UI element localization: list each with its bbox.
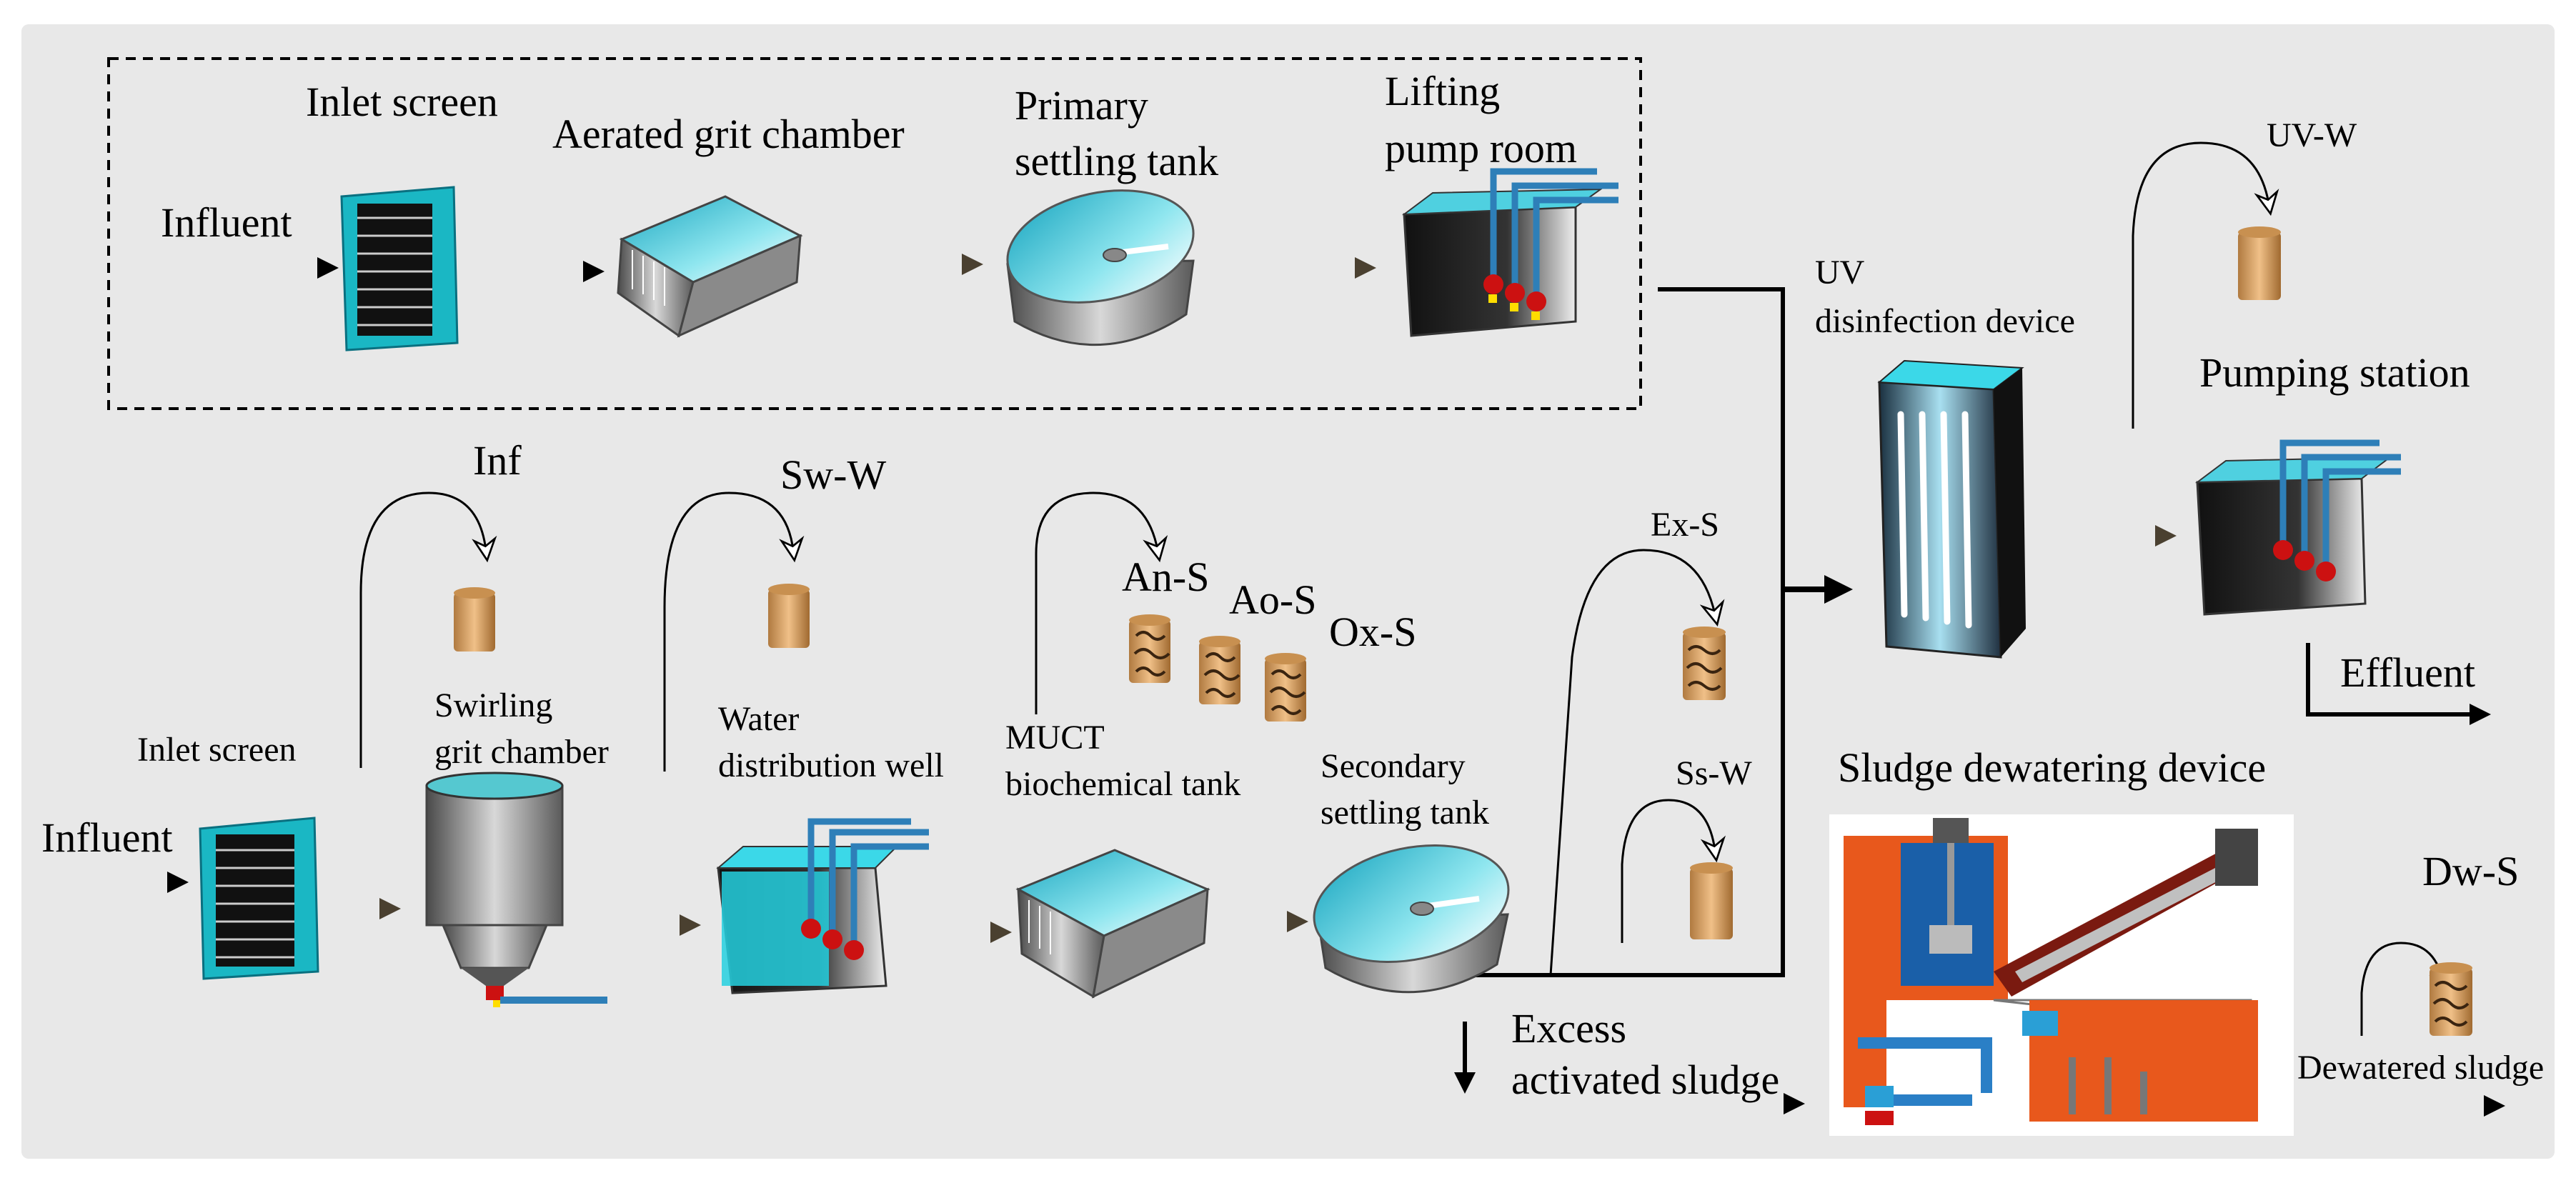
label-sample-ex-s: Ex-S xyxy=(1651,506,1719,544)
label-excess-1: Excess xyxy=(1511,1005,1627,1052)
lifting-pump-room-icon xyxy=(1401,168,1618,337)
swirling-grit-chamber-icon xyxy=(425,772,607,1007)
label-primary-1: Primary xyxy=(1015,82,1148,129)
label-aerated-grit-chamber: Aerated grit chamber xyxy=(552,111,905,157)
label-sample-uv-w: UV-W xyxy=(2267,116,2357,154)
label-sludge-dewatering: Sludge dewatering device xyxy=(1838,744,2267,791)
label-sample-inf: Inf xyxy=(473,437,522,484)
sample-jar-an-s-icon xyxy=(1129,614,1170,683)
label-sample-ox-s: Ox-S xyxy=(1329,609,1417,655)
label-uv-2: disinfection device xyxy=(1815,302,2075,340)
label-inlet-screen-bottom: Inlet screen xyxy=(137,731,297,769)
sample-arrow-ex-s xyxy=(1549,549,1715,976)
label-lifting-1: Lifting xyxy=(1385,68,1501,114)
sample-jar-ao-s-icon xyxy=(1199,636,1240,704)
label-sample-sw-w: Sw-W xyxy=(780,451,887,498)
label-water-1: Water xyxy=(718,700,800,738)
label-sample-ss-w: Ss-W xyxy=(1676,754,1752,792)
label-lifting-2: pump room xyxy=(1385,125,1578,171)
sample-jar-ss-w-icon xyxy=(1690,862,1733,939)
sample-arrow-dw-s xyxy=(2360,942,2444,1036)
label-dewatered-sludge: Dewatered sludge xyxy=(2297,1049,2545,1087)
water-distribution-well-icon xyxy=(716,818,929,994)
label-swirling-1: Swirling xyxy=(434,687,553,724)
pretreatment-frame xyxy=(107,57,1642,410)
label-primary-2: settling tank xyxy=(1015,138,1219,184)
sample-jar-dw-s-icon xyxy=(2430,962,2472,1036)
label-sample-ao-s: Ao-S xyxy=(1229,576,1317,623)
inlet-screen-bottom-icon xyxy=(199,817,319,980)
label-muct-2: biochemical tank xyxy=(1005,765,1241,803)
sludge-dewatering-device-icon xyxy=(1829,814,2294,1136)
label-pumping-station: Pumping station xyxy=(2199,349,2470,396)
uv-disinfection-device-icon xyxy=(1877,359,2026,659)
sample-arrow-muct xyxy=(1035,491,1158,714)
label-sample-dw-s: Dw-S xyxy=(2422,848,2520,894)
label-inlet-screen-top: Inlet screen xyxy=(306,79,498,125)
label-water-2: distribution well xyxy=(718,747,944,784)
label-influent-top: Influent xyxy=(161,199,292,246)
label-uv-1: UV xyxy=(1815,254,1865,291)
muct-biochemical-tank-icon xyxy=(1015,849,1210,999)
label-effluent: Effluent xyxy=(2340,649,2475,696)
label-sample-an-s: An-S xyxy=(1122,554,1210,600)
label-influent-bottom: Influent xyxy=(41,814,173,861)
sample-arrow-sw-w xyxy=(663,491,793,772)
arrow-effluent xyxy=(2306,643,2491,725)
sample-jar-uv-w-icon xyxy=(2238,226,2281,300)
aerated-grit-chamber-icon xyxy=(617,195,803,338)
sample-jar-sw-w-icon xyxy=(768,584,810,648)
sample-jar-ex-s-icon xyxy=(1683,627,1726,700)
label-secondary-1: Secondary xyxy=(1321,747,1466,785)
primary-settling-tank-icon xyxy=(1006,189,1195,346)
sample-arrow-uv-w xyxy=(2132,141,2269,429)
label-swirling-2: grit chamber xyxy=(434,733,609,771)
sample-arrow-inf xyxy=(359,491,486,768)
inlet-screen-icon xyxy=(340,186,459,351)
label-excess-2: activated sludge xyxy=(1511,1057,1780,1103)
label-muct-1: MUCT xyxy=(1005,719,1105,757)
secondary-settling-tank-icon xyxy=(1313,844,1510,994)
sample-jar-ox-s-icon xyxy=(1265,653,1306,722)
label-secondary-2: settling tank xyxy=(1321,794,1489,832)
sample-jar-inf-icon xyxy=(454,587,495,652)
pumping-station-icon xyxy=(2194,439,2401,616)
sample-arrow-ss-w xyxy=(1621,799,1715,943)
connector-to-uv xyxy=(1458,287,1785,977)
